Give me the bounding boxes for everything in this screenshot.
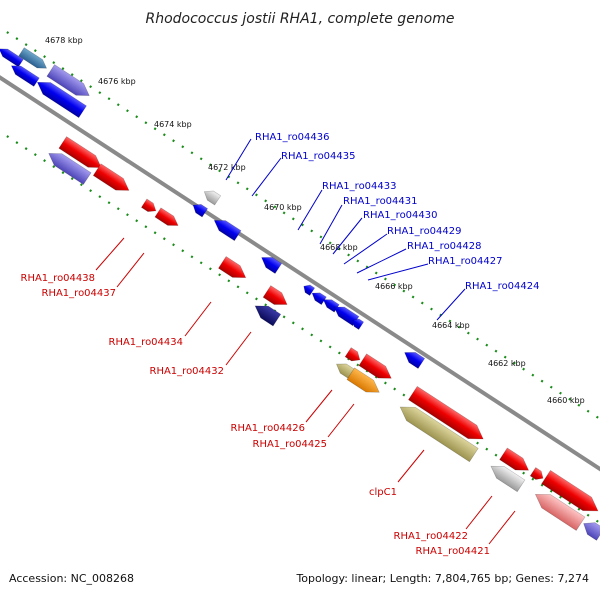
gene-label[interactable]: RHA1_ro04431 <box>343 196 418 207</box>
leader-line <box>465 495 493 530</box>
accession-text: Accession: NC_008268 <box>9 572 135 585</box>
gene-label[interactable]: RHA1_ro04425 <box>253 439 328 450</box>
tick-label: 4678 kbp <box>45 36 83 45</box>
leader-line <box>305 389 333 423</box>
leader-line <box>297 189 323 231</box>
tick-label: 4662 kbp <box>488 359 526 368</box>
gene-arrow[interactable] <box>531 488 586 531</box>
gene-arrow[interactable] <box>529 467 546 483</box>
gene-arrow[interactable] <box>92 163 132 196</box>
gene-label[interactable]: RHA1_ro04429 <box>387 226 462 237</box>
map-title: Rhodococcus jostii RHA1, complete genome <box>145 11 454 27</box>
gene-label[interactable]: RHA1_ro04428 <box>407 241 482 252</box>
leader-line <box>332 217 363 255</box>
gene-label[interactable]: RHA1_ro04438 <box>21 273 96 284</box>
leader-line <box>225 331 252 366</box>
tick-label: 4664 kbp <box>432 321 470 330</box>
gene-label[interactable]: clpC1 <box>369 487 397 498</box>
gene-arrow[interactable] <box>46 64 93 102</box>
leader-line <box>397 449 425 483</box>
gene-label[interactable]: RHA1_ro04434 <box>109 337 184 348</box>
tick-label: 4666 kbp <box>375 282 413 291</box>
leader-line <box>116 252 145 288</box>
leader-line <box>488 510 516 545</box>
gene-label[interactable]: RHA1_ro04435 <box>281 151 356 162</box>
gene-arrow[interactable] <box>190 201 209 218</box>
gene-arrow[interactable] <box>9 62 40 87</box>
genome-backbone <box>0 75 600 472</box>
gene-arrow[interactable] <box>211 215 242 242</box>
tick-label: 4660 kbp <box>547 396 585 405</box>
gene-arrow[interactable] <box>301 282 316 296</box>
gene-arrow[interactable] <box>262 285 291 311</box>
gene-label[interactable]: RHA1_ro04424 <box>465 281 540 292</box>
gene-arrow[interactable] <box>0 45 24 68</box>
scale-ticks: 4678 kbp 4676 kbp 4674 kbp 4672 kbp 4670… <box>45 36 585 405</box>
gene-arrow[interactable] <box>140 198 158 215</box>
tick-label: 4670 kbp <box>264 203 302 212</box>
gene-arrow[interactable] <box>34 76 87 119</box>
gene-label[interactable]: RHA1_ro04430 <box>363 210 438 221</box>
tick-label: 4676 kbp <box>98 77 136 86</box>
leader-line <box>251 157 282 197</box>
gene-arrow[interactable] <box>258 253 283 274</box>
gene-arrow[interactable] <box>580 518 600 541</box>
leader-line <box>367 263 429 281</box>
gene-label[interactable]: RHA1_ro04426 <box>231 423 306 434</box>
label-leader-lines <box>95 138 516 545</box>
gene-arrow[interactable] <box>58 136 105 174</box>
leader-line <box>184 301 212 337</box>
gene-arrow[interactable] <box>487 460 526 493</box>
gene-arrow[interactable] <box>541 469 600 517</box>
leader-line <box>95 237 125 271</box>
forward-gene-labels: RHA1_ro04436 RHA1_ro04435 RHA1_ro04433 R… <box>255 132 540 292</box>
gene-arrow[interactable] <box>344 347 363 365</box>
gene-arrow[interactable] <box>251 300 282 327</box>
reverse-gene-labels: RHA1_ro04438 RHA1_ro04437 RHA1_ro04434 R… <box>21 273 491 557</box>
tick-label: 4672 kbp <box>208 163 246 172</box>
gene-arrow[interactable] <box>201 187 222 206</box>
leader-line <box>225 138 252 181</box>
gene-label[interactable]: RHA1_ro04437 <box>42 288 117 299</box>
gene-label[interactable]: RHA1_ro04433 <box>322 181 397 192</box>
gene-arrow[interactable] <box>499 447 533 476</box>
gene-arrow[interactable] <box>350 316 365 330</box>
gene-arrow[interactable] <box>408 385 487 445</box>
gene-arrow[interactable] <box>218 256 249 283</box>
gene-label[interactable]: RHA1_ro04422 <box>394 531 469 542</box>
leader-line <box>343 233 388 265</box>
leader-line <box>327 403 355 438</box>
gene-label[interactable]: RHA1_ro04436 <box>255 132 330 143</box>
gene-arrow[interactable] <box>346 367 383 398</box>
tick-dot-line <box>0 26 600 421</box>
gene-label[interactable]: RHA1_ro04427 <box>428 256 503 267</box>
gene-label[interactable]: RHA1_ro04421 <box>416 546 491 557</box>
gene-features <box>0 45 600 541</box>
gene-arrow[interactable] <box>401 348 426 369</box>
gene-arrow[interactable] <box>18 47 50 73</box>
leader-line <box>436 288 466 321</box>
leader-line <box>319 204 343 245</box>
gene-arrow[interactable] <box>154 207 181 230</box>
leader-line <box>356 248 407 274</box>
genome-summary-text: Topology: linear; Length: 7,804,765 bp; … <box>296 572 589 585</box>
tick-label: 4674 kbp <box>154 120 192 129</box>
gene-arrow[interactable] <box>358 353 395 384</box>
gene-arrow[interactable] <box>45 148 92 185</box>
gene-arrow[interactable] <box>310 289 327 306</box>
gene-arrow[interactable] <box>396 400 479 463</box>
gene-label[interactable]: RHA1_ro04432 <box>150 366 225 377</box>
